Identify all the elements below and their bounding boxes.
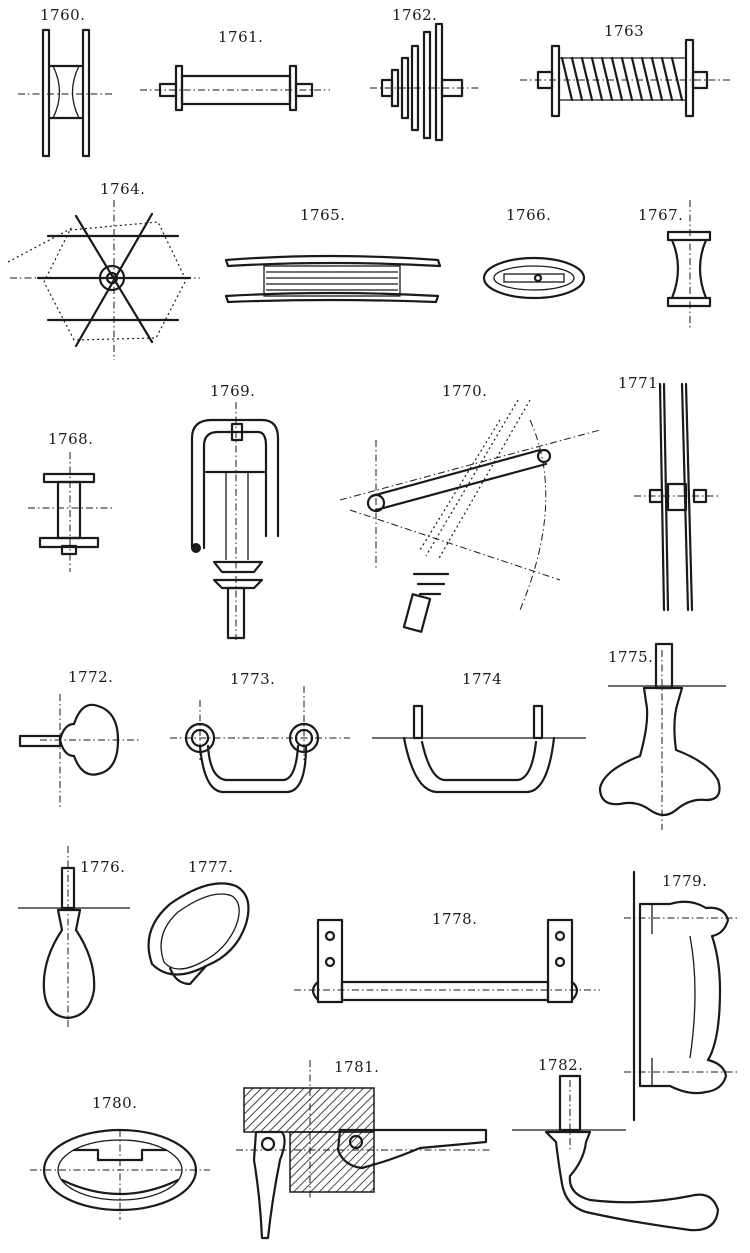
figure-1767-small-spool <box>666 200 712 330</box>
figure-label-1767: 1767. <box>638 206 684 224</box>
figure-1768-spool <box>28 452 112 572</box>
figure-label-1780: 1780. <box>92 1094 138 1112</box>
figure-label-1763: 1763 <box>604 22 645 40</box>
figure-label-1762: 1762. <box>392 6 438 24</box>
figure-label-1782: 1782. <box>538 1056 584 1074</box>
figure-label-1778: 1778. <box>432 910 478 928</box>
figure-1762-cone-pulley <box>370 22 480 142</box>
figure-1776-pear-handle <box>18 846 130 1030</box>
figure-1769-flyer <box>190 402 280 640</box>
figure-1775-key-handle <box>598 642 726 830</box>
figure-1773-drop-handle <box>170 686 350 794</box>
figure-label-1774: 1774 <box>462 670 503 688</box>
figure-1761-spool <box>140 64 330 112</box>
figure-1772-knob <box>18 694 140 810</box>
figure-1779-door-handle <box>624 870 740 1122</box>
figure-label-1764: 1764. <box>100 180 146 198</box>
figure-label-1761: 1761. <box>218 28 264 46</box>
figure-1780-oval-ring <box>30 1128 210 1220</box>
figure-label-1760: 1760. <box>40 6 86 24</box>
figure-1777-ring <box>147 882 250 986</box>
figure-label-1776: 1776. <box>80 858 126 876</box>
figure-label-1779: 1779. <box>662 872 708 890</box>
figure-label-1766: 1766. <box>506 206 552 224</box>
figure-1774-drawer-pull <box>372 704 586 794</box>
figure-label-1769: 1769. <box>210 382 256 400</box>
figure-label-1765: 1765. <box>300 206 346 224</box>
figure-1770-swinging-arm <box>339 399 601 633</box>
figure-1765-flat-reel <box>224 254 442 304</box>
figure-1782-lever-handle <box>512 1074 720 1232</box>
figure-1781-latch <box>236 1060 490 1240</box>
figure-1760-bobbin <box>18 28 115 158</box>
figure-label-1777: 1777. <box>188 858 234 876</box>
figure-label-1773: 1773. <box>230 670 276 688</box>
figure-label-1771: 1771. <box>618 374 664 392</box>
figure-label-1772: 1772. <box>68 668 114 686</box>
figure-label-1768: 1768. <box>48 430 94 448</box>
figure-label-1781: 1781. <box>334 1058 380 1076</box>
figure-1766-oval-bobbin <box>482 256 586 300</box>
figure-label-1775: 1775. <box>608 648 654 666</box>
figure-1778-bar-handle <box>294 918 600 1004</box>
figure-1763-threaded-spool <box>520 38 730 118</box>
figure-label-1770: 1770. <box>442 382 488 400</box>
figure-1771-narrow-reel <box>634 382 720 612</box>
figure-1764-reel <box>7 200 200 360</box>
